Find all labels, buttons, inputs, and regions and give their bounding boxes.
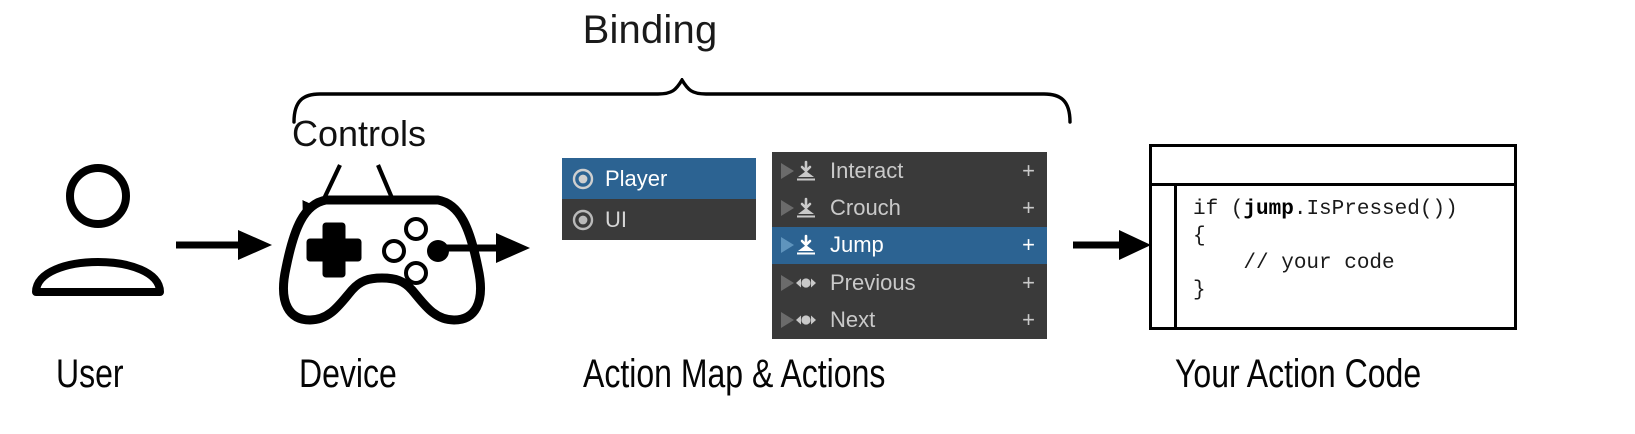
- axis-action-icon: [796, 315, 816, 325]
- code-gutter: [1152, 186, 1177, 330]
- arrow-right-icon: [434, 233, 530, 263]
- action-map-row-player[interactable]: Player: [562, 158, 756, 199]
- button-action-icon: [797, 197, 815, 218]
- chevron-right-icon[interactable]: [781, 274, 794, 291]
- add-binding-button[interactable]: +: [1022, 157, 1035, 183]
- caption-user: User: [56, 352, 124, 396]
- code-panel-body: if (jump.IsPressed()) { // your code }: [1152, 186, 1514, 330]
- action-label: Previous: [830, 269, 916, 295]
- code-token-jump: jump: [1243, 198, 1294, 221]
- action-map-row-ui[interactable]: UI: [562, 199, 756, 240]
- action-label: Jump: [830, 232, 884, 258]
- caption-action-map: Action Map & Actions: [583, 352, 886, 396]
- action-map-label: UI: [605, 206, 627, 232]
- caption-action-code: Your Action Code: [1175, 352, 1422, 396]
- code-line-3: // your code: [1193, 252, 1395, 275]
- axis-action-icon: [796, 278, 816, 288]
- action-row-interact[interactable]: Interact +: [772, 152, 1047, 189]
- code-line-1-post: .IsPressed()): [1293, 198, 1458, 221]
- code-block: if (jump.IsPressed()) { // your code }: [1177, 186, 1514, 330]
- binding-label: Binding: [582, 8, 718, 52]
- add-binding-button[interactable]: +: [1022, 269, 1035, 295]
- button-action-icon: [797, 235, 815, 255]
- button-action-icon: [797, 160, 815, 181]
- arrow-right-icon: [1073, 230, 1151, 260]
- add-binding-button[interactable]: +: [1022, 232, 1035, 258]
- chevron-right-icon[interactable]: [781, 312, 794, 329]
- code-line-2: {: [1193, 225, 1206, 248]
- code-line-4: }: [1193, 279, 1206, 302]
- code-line-1-pre: if (: [1193, 198, 1244, 221]
- radio-target-icon: [572, 168, 594, 189]
- actions-panel[interactable]: Interact + Crouch + Jump +: [772, 152, 1047, 339]
- action-row-jump[interactable]: Jump +: [772, 226, 1047, 265]
- action-row-crouch[interactable]: Crouch +: [772, 189, 1047, 226]
- action-map-label: Player: [605, 165, 668, 191]
- chevron-right-icon[interactable]: [781, 162, 794, 179]
- caption-device: Device: [299, 352, 397, 396]
- action-row-previous[interactable]: Previous +: [772, 264, 1047, 301]
- chevron-right-icon[interactable]: [781, 237, 794, 254]
- add-binding-button[interactable]: +: [1022, 307, 1035, 333]
- arrow-right-icon: [176, 230, 272, 260]
- add-binding-button[interactable]: +: [1022, 195, 1035, 221]
- action-label: Crouch: [830, 195, 901, 221]
- controls-label: Controls: [292, 113, 427, 154]
- action-row-next[interactable]: Next +: [772, 302, 1047, 339]
- code-panel-header: [1152, 147, 1514, 186]
- curly-brace-icon: [292, 78, 1072, 124]
- chevron-right-icon[interactable]: [781, 200, 794, 217]
- action-map-panel[interactable]: Player UI: [562, 158, 756, 240]
- radio-target-icon: [572, 209, 594, 230]
- code-panel: if (jump.IsPressed()) { // your code }: [1149, 144, 1517, 330]
- action-label: Interact: [830, 157, 904, 183]
- action-label: Next: [830, 307, 876, 333]
- gamepad-icon: [279, 195, 485, 325]
- user-avatar-icon: [32, 164, 164, 296]
